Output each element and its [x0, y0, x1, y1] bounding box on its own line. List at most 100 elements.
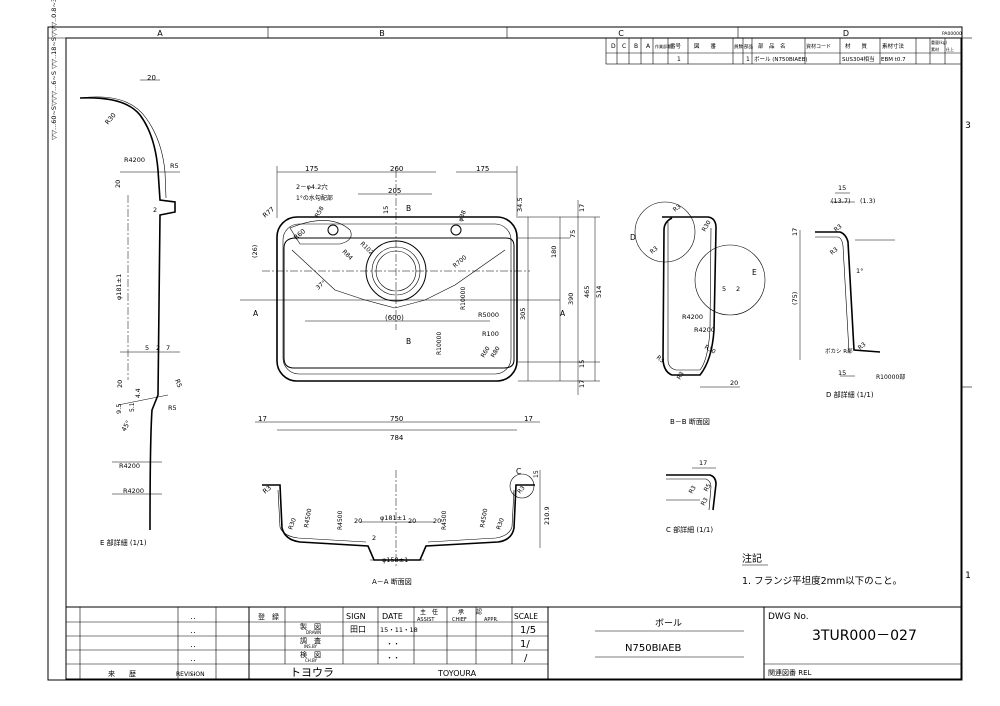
- detail-c-view: 17 R3 R5 R3 C 部詳細 (1/1): [666, 459, 717, 534]
- plan-dim-top-1: 260: [390, 165, 403, 173]
- bb-label-8: R4200: [694, 326, 715, 334]
- d-title: D 部詳細 (1/1): [826, 390, 874, 399]
- det-e-label-5: 2: [153, 206, 157, 214]
- det-e-label-18: R4200: [123, 487, 144, 495]
- rev-dot-3: ．．: [190, 642, 199, 649]
- c-label-1: R3: [688, 484, 698, 495]
- bb-label-5: 5: [722, 285, 726, 293]
- ins-date: ・・: [386, 640, 400, 648]
- bb-label-11: R3: [676, 370, 686, 381]
- bb-label-10: R3: [655, 354, 666, 365]
- aa-label-2: R4500: [303, 508, 313, 529]
- plan-label-20: B: [406, 337, 411, 346]
- det-e-title: E 部詳細 (1/1): [100, 538, 147, 547]
- d-label-11: R10000部: [876, 373, 905, 381]
- det-e-label-14: 9.5: [115, 404, 123, 414]
- bb-label-1: R3: [672, 203, 683, 214]
- aa-label-11: 2: [372, 534, 376, 542]
- aa-label-1: R30: [287, 517, 298, 531]
- parts-col-a: A: [646, 43, 651, 50]
- parts-col-no: 番号: [670, 43, 682, 50]
- assist-header-jp: 主 任: [420, 608, 438, 616]
- plan-dim-bottom-3: 17: [524, 415, 533, 423]
- plan-dim-right-1: 75: [569, 230, 577, 238]
- company-name: TOYOURA: [437, 669, 477, 678]
- parts-row-blank: EBM t0.7: [881, 57, 906, 63]
- c-title: C 部詳細 (1/1): [666, 525, 713, 534]
- det-e-label-11: 4.4: [135, 388, 142, 398]
- bb-label-12: 20: [730, 379, 738, 387]
- rev-dot-5: ．．: [190, 670, 199, 677]
- d-label-4: R3: [833, 223, 844, 234]
- plan-label-11: R10000: [436, 332, 443, 355]
- det-e-label-10: 20: [116, 380, 124, 388]
- aa-label-7: φ181±1: [380, 514, 406, 522]
- appr-header: APPR.: [484, 617, 499, 623]
- bb-label-0: D: [630, 233, 636, 242]
- bb-label-6: 2: [736, 285, 740, 293]
- plan-dim-right-7: 15: [578, 360, 586, 368]
- plan-label-8: R700: [452, 254, 469, 270]
- plan-dim-top-0: 175: [305, 165, 318, 173]
- rel-label: 関連図番 REL: [768, 668, 812, 677]
- scale-value-3: /: [524, 653, 528, 664]
- plan-label-9: R10000: [460, 287, 467, 310]
- parts-col-part: 部品: [744, 43, 753, 50]
- parts-col-c: C: [622, 43, 626, 50]
- detail-e-view: 20 R30 R4200 R5 20 2 φ181±1 5 2 7 20 4.4…: [79, 74, 184, 547]
- plan-label-12: R100: [482, 330, 499, 338]
- section-bb-view: D R3 R3 R30 E 5 2 R4200 R4200 R30 R3 R3 …: [630, 201, 766, 426]
- parts-col-name: 部 品 名: [758, 42, 786, 50]
- plan-label-17: A: [253, 309, 259, 318]
- parts-row-no: 1: [677, 56, 681, 63]
- date-header: DATE: [382, 612, 403, 621]
- plan-dim-bottom-0: 17: [258, 415, 267, 423]
- bb-title: B－B 断面図: [670, 417, 710, 426]
- det-e-label-2: R4200: [124, 156, 145, 164]
- det-e-label-12: 5.1: [129, 402, 136, 412]
- plan-label-2: R77: [261, 205, 276, 219]
- sheet-frame: A B C D 3 1 ▽▽...60~S▽▽▽...6~S ▽▽..18~S▽…: [47, 0, 972, 681]
- parts-row-qty: 1: [746, 56, 750, 63]
- company-kana: トヨウラ: [290, 666, 334, 679]
- rev-dot-4: ．．: [190, 656, 199, 663]
- parts-col-dwg: 図 番: [694, 43, 717, 50]
- plan-label-13: R60: [480, 345, 492, 359]
- rev-dot-1: ．．: [190, 614, 199, 621]
- role-check-en: CH.BY: [305, 658, 318, 663]
- rev-dot-2: ．．: [190, 628, 199, 635]
- aa-label-3: R4500: [337, 510, 344, 530]
- det-e-label-1: R30: [103, 111, 117, 126]
- notes-block: 注記 1. フランジ平坦度2mm以下のこと。: [742, 552, 902, 587]
- role-check-jp: 検 図: [300, 650, 321, 659]
- aa-label-10: 20: [433, 517, 441, 525]
- aa-title: A－A 断面図: [372, 577, 412, 586]
- aa-label-12: φ158±1: [382, 556, 408, 564]
- det-e-label-17: R4200: [119, 462, 140, 470]
- det-e-label-6: φ181±1: [115, 274, 123, 300]
- det-e-label-4: 20: [114, 180, 122, 188]
- plan-dim-right-8: 17: [578, 380, 586, 388]
- bb-label-2: R3: [649, 245, 660, 256]
- aa-label-14: R3: [516, 485, 527, 496]
- plan-dim-top-5: 34.5: [516, 198, 524, 212]
- parts-row-name: ボール (N750BIAEB): [754, 55, 808, 63]
- zone-label-3: 3: [965, 121, 971, 131]
- parts-table-code: PA00000: [942, 31, 962, 37]
- reg-label: 登 録: [258, 612, 279, 621]
- parts-table: PA00000 D C B A 作業部署 番号 図 番 員数 部品 部 品 名 …: [605, 31, 962, 65]
- plan-label-1: 1°の水勾配部: [296, 194, 333, 202]
- chief-header-jp: 承 認: [458, 608, 482, 616]
- plan-dim-right-6: 514: [595, 286, 603, 298]
- det-e-label-13: R5: [173, 378, 183, 389]
- plan-label-7: φ38: [457, 209, 468, 222]
- aa-label-9: 20: [408, 517, 416, 525]
- zone-label-1: 1: [965, 571, 971, 581]
- check-date: ・・: [386, 654, 400, 662]
- plan-dim-bottom-2: 784: [390, 434, 404, 442]
- part-name: ボール: [655, 618, 682, 629]
- parts-col-d: D: [611, 43, 616, 50]
- parts-col-material: 材 質: [845, 42, 868, 50]
- det-e-label-8: 2: [156, 344, 160, 352]
- det-e-label-0: 20: [147, 74, 156, 82]
